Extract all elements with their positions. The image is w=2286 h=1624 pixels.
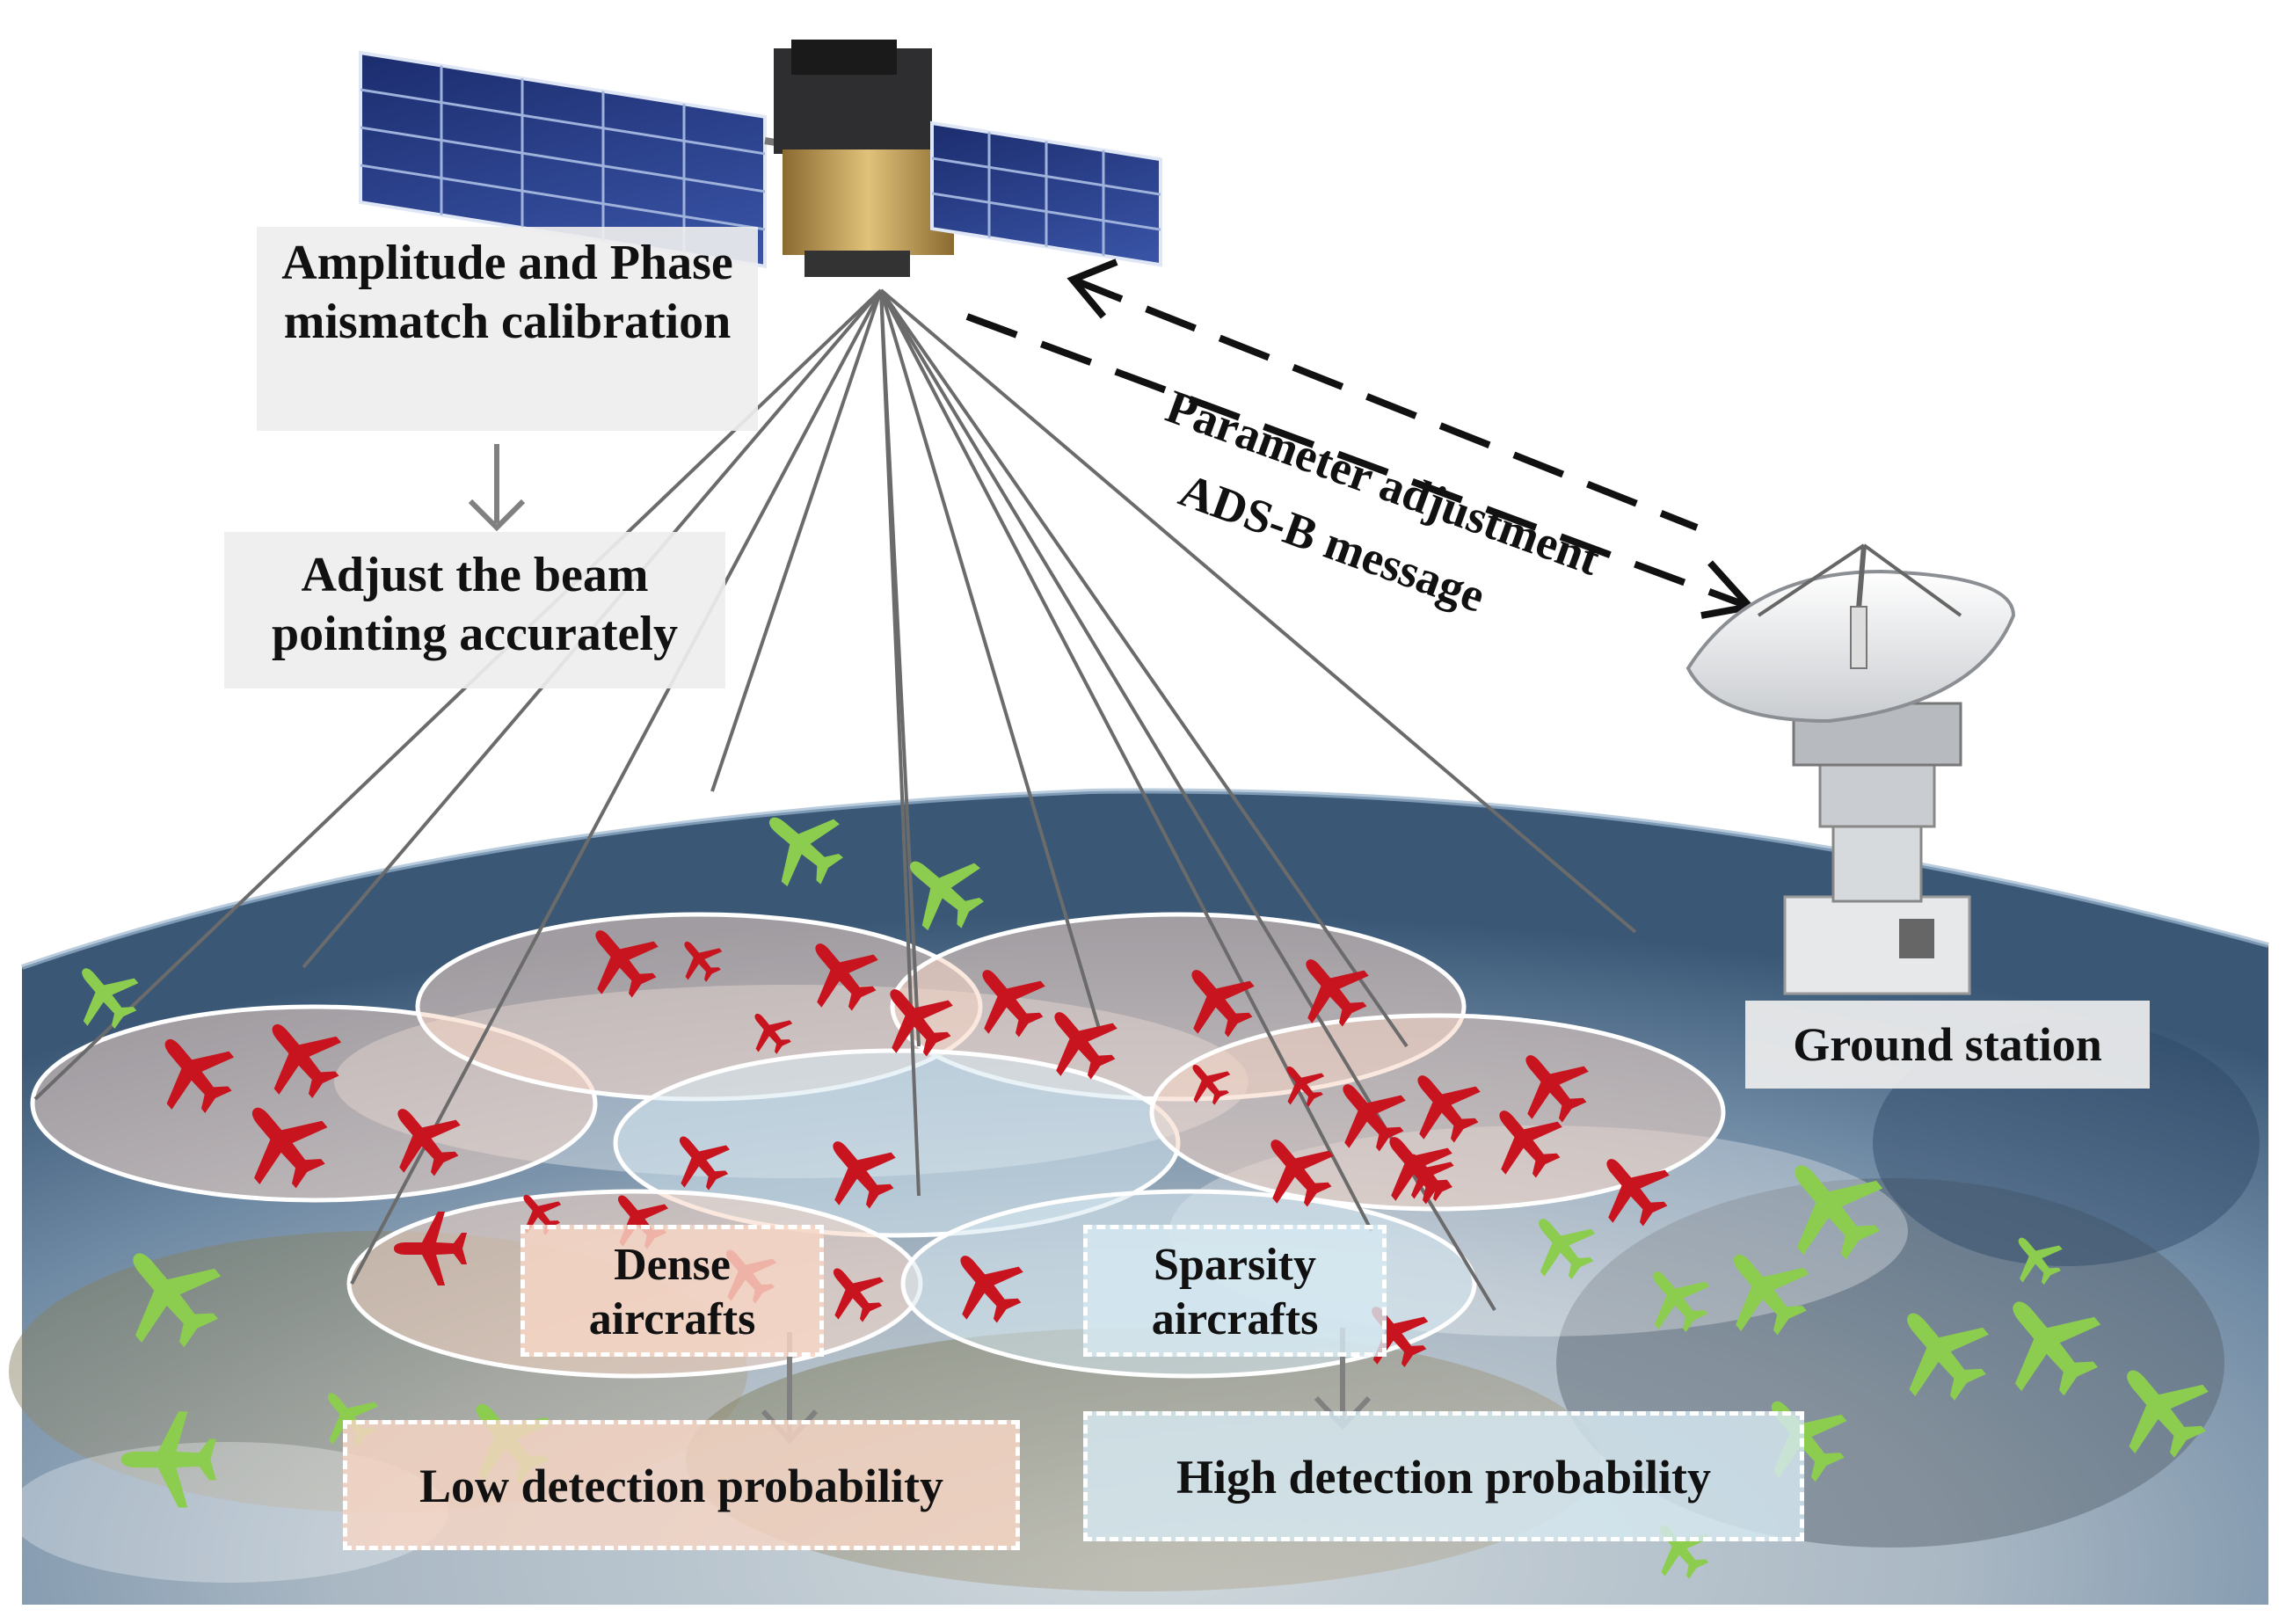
- beam-adjust-label: Adjust the beam pointing accurately: [224, 532, 725, 688]
- satellite-icon: [359, 40, 1162, 277]
- beam-adjust-text: Adjust the beam pointing accurately: [272, 548, 678, 662]
- dense-aircrafts-text: Dense aircrafts: [588, 1240, 756, 1345]
- parameter-adjustment-arrow: [1067, 259, 1699, 531]
- ground-station-dish-icon: [1685, 543, 2016, 995]
- beam-lines: [33, 288, 1637, 1312]
- ground-station-label: Ground station: [1745, 1001, 2150, 1089]
- low-detection-label: Low detection probability: [343, 1420, 1020, 1550]
- beam-line-3: [350, 289, 883, 1285]
- sparsity-aircrafts-label: Sparsity aircrafts: [1083, 1225, 1387, 1357]
- beam-line-10: [879, 288, 1637, 934]
- calibration-label: Amplitude and Phase mismatch calibration: [257, 227, 758, 431]
- dense-aircrafts-label: Dense aircrafts: [521, 1225, 824, 1357]
- beam-line-4: [710, 289, 883, 792]
- beam-line-7: [879, 289, 1101, 1030]
- calibration-text: Amplitude and Phase mismatch calibration: [281, 236, 733, 350]
- high-detection-label: High detection probability: [1083, 1411, 1804, 1541]
- beam-line-8: [879, 288, 1409, 1048]
- high-detection-text: High detection probability: [1176, 1451, 1712, 1504]
- beam-line-6: [879, 289, 921, 1047]
- low-detection-text: Low detection probability: [419, 1460, 944, 1512]
- sparsity-aircrafts-text: Sparsity aircrafts: [1151, 1240, 1319, 1345]
- ground-station-text: Ground station: [1793, 1018, 2102, 1071]
